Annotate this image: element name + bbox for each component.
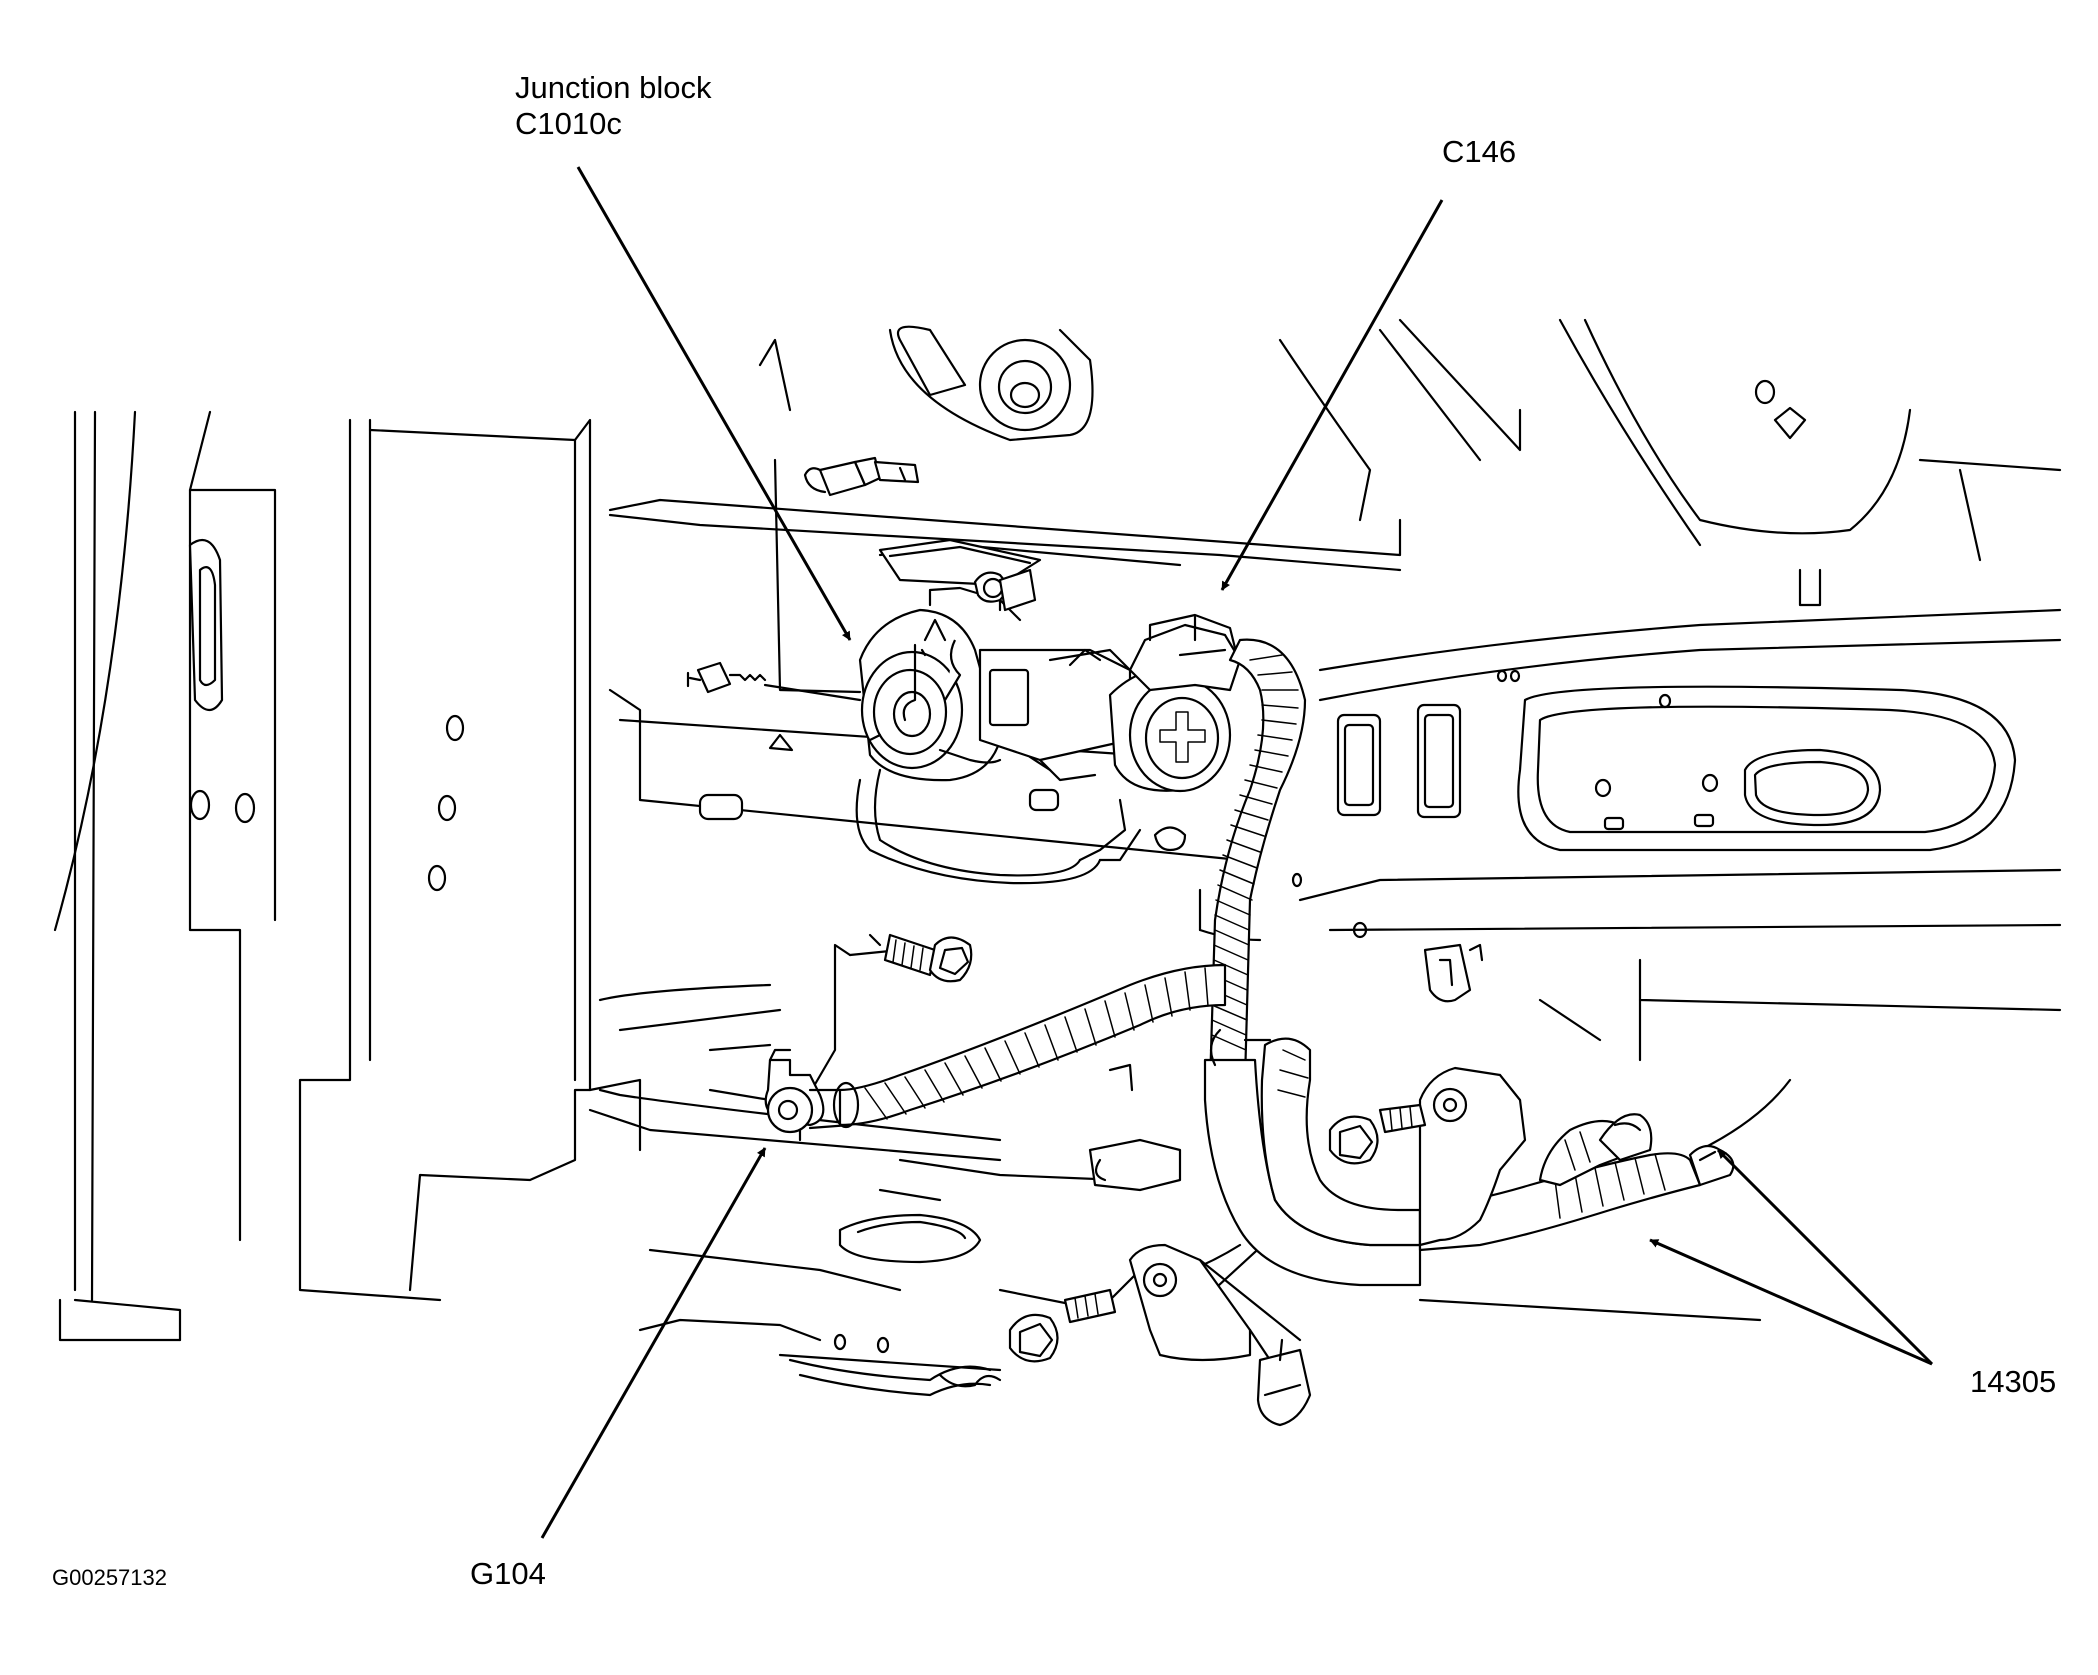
figure-id: G00257132 (52, 1565, 167, 1590)
leader-14305-a (1649, 1238, 1933, 1366)
part-14305-label: 14305 (1970, 1364, 2057, 1399)
door-pillar (53, 410, 642, 1342)
leader-junction-block (576, 166, 852, 641)
junction-block-c1010c (855, 598, 1242, 885)
leader-lines (540, 166, 1934, 1539)
cowl-panel (608, 318, 2062, 607)
connector-pigtail (686, 456, 920, 702)
g104-label: G104 (470, 1556, 546, 1591)
leader-c146 (1220, 199, 1444, 591)
leader-g104 (540, 1147, 767, 1539)
wiring-clips (1088, 943, 1484, 1427)
g104-ground-clip (708, 1043, 860, 1134)
dash-crossmember (608, 608, 2062, 1012)
c146-label: C146 (1442, 134, 1517, 169)
junction-block-label: Junction block C1010c (515, 70, 711, 141)
harness-14305 (838, 638, 1735, 1287)
junction-block-label-line2: C1010c (515, 105, 622, 141)
leader-14305-b (1716, 1148, 1934, 1366)
lower-bracket (1008, 1066, 1527, 1363)
junction-block-stud (928, 568, 1037, 612)
junction-block-label-line1: Junction block (515, 70, 712, 105)
